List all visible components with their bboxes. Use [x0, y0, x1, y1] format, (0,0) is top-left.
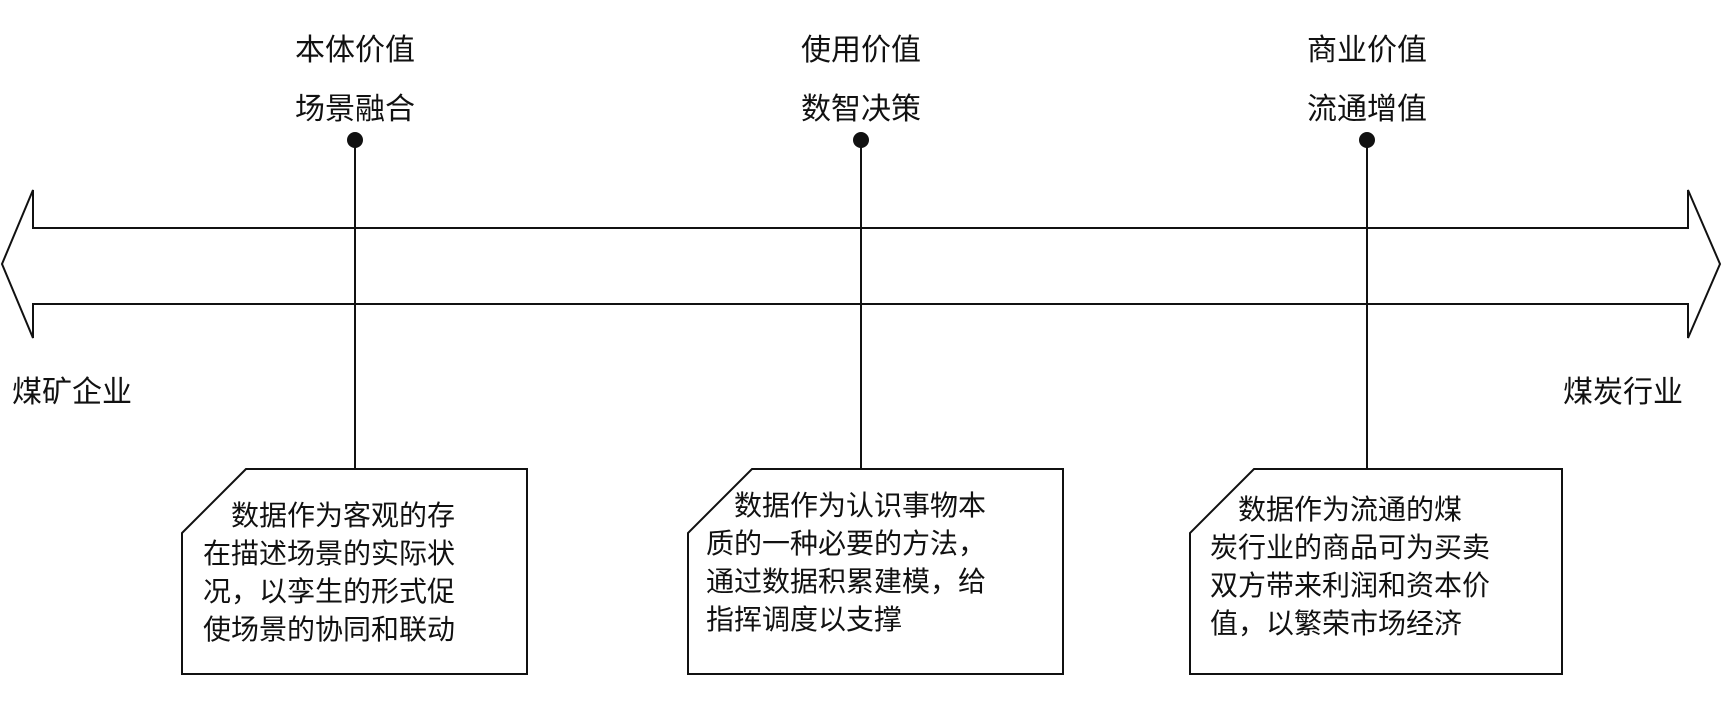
note-box-2	[687, 468, 1064, 675]
description-line: 数据作为流通的煤	[1210, 493, 1463, 526]
description-line: 在描述场景的实际状	[203, 537, 456, 570]
note-box-3	[1189, 468, 1563, 675]
description-line: 数据作为认识事物本	[706, 489, 987, 522]
point-2-title: 使用价值	[801, 33, 921, 68]
point-3-description: 数据作为流通的煤 炭行业的商品可为买卖 双方带来利润和资本价 值，以繁荣市场经济	[1210, 491, 1490, 643]
point-2-description: 数据作为认识事物本 质的一种必要的方法， 通过数据积累建模，给 指挥调度以支撑	[706, 487, 986, 639]
point-3-subtitle: 流通增值	[1307, 92, 1427, 127]
point-3-title: 商业价值	[1307, 33, 1427, 68]
point-1-description: 数据作为客观的存 在描述场景的实际状 况，以孪生的形式促 使场景的协同和联动	[203, 497, 455, 649]
description-line: 况，以孪生的形式促	[203, 575, 456, 608]
point-1-title: 本体价值	[295, 33, 415, 68]
left-axis-label: 煤矿企业	[12, 375, 132, 410]
point-2-subtitle: 数智决策	[801, 92, 921, 127]
description-line: 通过数据积累建模，给	[706, 565, 987, 598]
description-line: 炭行业的商品可为买卖	[1210, 531, 1491, 564]
description-line: 双方带来利润和资本价	[1210, 569, 1491, 602]
right-axis-label: 煤炭行业	[1563, 375, 1683, 410]
description-line: 数据作为客观的存	[203, 499, 456, 532]
marker-dot-2	[853, 132, 869, 148]
point-1-subtitle: 场景融合	[295, 92, 415, 127]
description-line: 指挥调度以支撑	[706, 603, 903, 636]
marker-dot-1	[347, 132, 363, 148]
description-line: 质的一种必要的方法，	[706, 527, 987, 560]
note-box-1	[181, 468, 528, 675]
marker-dot-3	[1359, 132, 1375, 148]
description-line: 使场景的协同和联动	[203, 613, 456, 646]
description-line: 值，以繁荣市场经济	[1210, 607, 1463, 640]
